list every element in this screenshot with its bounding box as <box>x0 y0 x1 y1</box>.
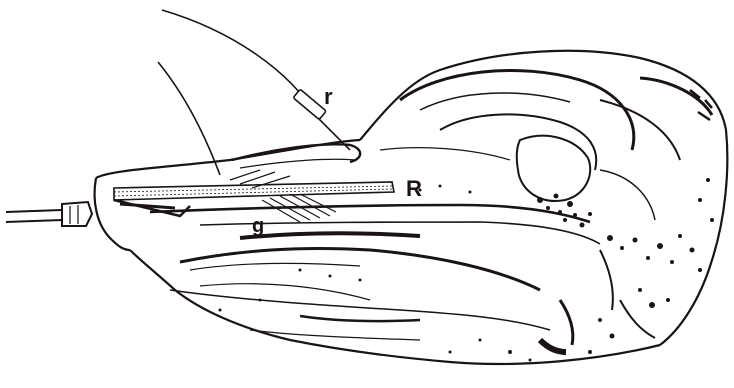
lower-jaw <box>170 250 655 352</box>
cable-connector <box>6 202 92 226</box>
brain-region <box>380 70 712 220</box>
label-R: R <box>406 176 422 201</box>
electrode-wire-long <box>162 10 350 150</box>
label-g: g <box>252 215 264 237</box>
electrode-wire-short <box>158 62 220 175</box>
label-r: r <box>324 84 333 109</box>
wire-marker-sleeve <box>293 89 326 119</box>
